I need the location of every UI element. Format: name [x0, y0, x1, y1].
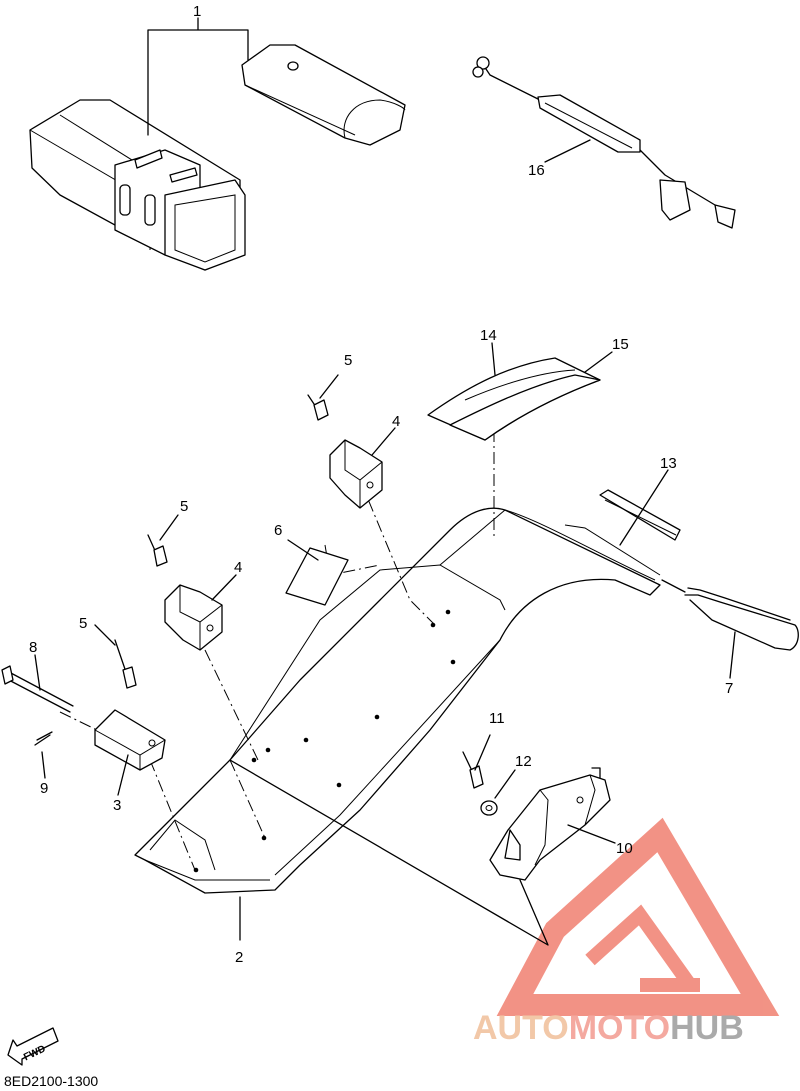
part-5-screw-lower	[114, 639, 137, 689]
leader-10	[567, 824, 616, 844]
callout-1: 1	[193, 3, 201, 20]
leader-13	[619, 469, 669, 546]
part-14-15-pad	[427, 357, 601, 441]
part-6-label	[285, 547, 349, 606]
callout-10: 10	[616, 840, 633, 857]
part-3-bracket	[94, 709, 166, 771]
callout-7: 7	[725, 680, 733, 697]
drawing-code: 8ED2100-1300	[4, 1073, 99, 1089]
leader-5-middle	[159, 514, 179, 541]
leader-15	[584, 351, 613, 373]
callout-5-upper: 5	[344, 352, 352, 369]
part-10-holder	[489, 767, 611, 881]
callout-14: 14	[480, 327, 497, 344]
leader-14	[491, 342, 496, 376]
callout-3: 3	[113, 797, 121, 814]
leader-12	[494, 769, 516, 799]
leader-5-upper	[319, 374, 339, 399]
callout-13: 13	[660, 455, 677, 472]
callout-labels: 1 2 3 4 4 5 5 5 6 7 8 9 10 11 12 13 14 1…	[29, 3, 733, 966]
part-13-damper	[599, 489, 681, 541]
part-1-toolkit	[29, 99, 246, 271]
part-9-pin	[34, 731, 53, 746]
part-1-toolbag	[241, 44, 406, 146]
watermark-moto: MOTO	[569, 1009, 670, 1047]
watermark-logo	[496, 817, 780, 1016]
part-7-hook	[661, 579, 799, 651]
leader-7	[729, 631, 736, 679]
watermark-text: AUTOMOTOHUB	[473, 1009, 744, 1047]
callout-12: 12	[515, 753, 532, 770]
callout-5-middle: 5	[180, 498, 188, 515]
part-5-screw-middle	[147, 534, 168, 567]
callout-2: 2	[235, 949, 243, 966]
callout-4-lower: 4	[234, 559, 242, 576]
leader-3	[117, 754, 129, 796]
part-4-bracket-lower	[164, 584, 223, 651]
callout-16: 16	[528, 162, 545, 179]
leader-6	[287, 539, 319, 561]
part-5-screw-upper	[307, 394, 329, 421]
part-8-bolt	[1, 665, 74, 713]
part-4-bracket-upper	[329, 439, 383, 509]
callout-15: 15	[612, 336, 629, 353]
callout-4-upper: 4	[392, 413, 400, 430]
part-16-cable	[472, 56, 736, 229]
callout-11: 11	[489, 710, 505, 727]
callout-6: 6	[274, 522, 282, 539]
leader-5-lower	[94, 624, 116, 646]
watermark-hub: HUB	[670, 1009, 744, 1047]
part-12-nut	[480, 800, 498, 816]
fwd-arrow-icon: FWD	[7, 1027, 59, 1066]
callout-8: 8	[29, 639, 37, 656]
leader-11	[474, 734, 491, 771]
callout-9: 9	[40, 780, 48, 797]
watermark-auto: AUTO	[473, 1009, 569, 1047]
callout-5-lower: 5	[79, 615, 87, 632]
leader-8	[34, 654, 41, 691]
part-2-fender	[134, 507, 661, 894]
leader-1	[147, 17, 249, 136]
leader-4-upper	[371, 427, 396, 456]
leader-9	[41, 751, 46, 779]
leader-4-lower	[211, 574, 237, 601]
leader-16	[544, 139, 591, 163]
